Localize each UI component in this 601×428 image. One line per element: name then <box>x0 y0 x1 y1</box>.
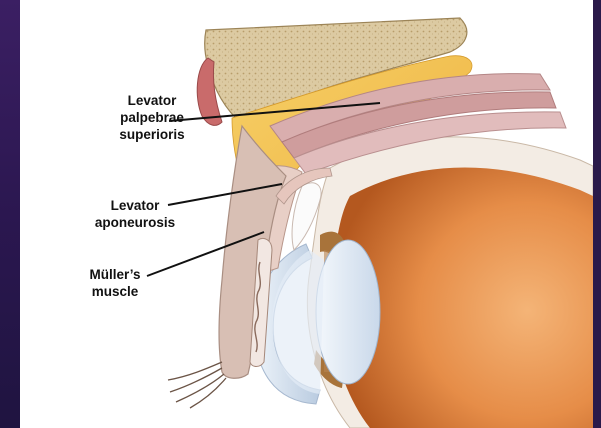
label-levator-palpebrae-superioris: Levator palpebrae superioris <box>97 92 207 143</box>
label-line: muscle <box>80 283 150 300</box>
label-mullers-muscle: Müller’s muscle <box>80 266 150 300</box>
lens <box>316 240 380 384</box>
slide-right-band <box>593 0 601 428</box>
label-line: aponeurosis <box>80 214 190 231</box>
slide-left-band <box>0 0 20 428</box>
label-line: Levator <box>97 92 207 109</box>
label-line: Levator <box>80 197 190 214</box>
eyelashes <box>168 362 226 408</box>
figure-panel: Levator palpebrae superioris Levator apo… <box>20 0 593 428</box>
label-line: Müller’s <box>80 266 150 283</box>
label-line: palpebrae <box>97 109 207 126</box>
label-line: superioris <box>97 126 207 143</box>
label-levator-aponeurosis: Levator aponeurosis <box>80 197 190 231</box>
